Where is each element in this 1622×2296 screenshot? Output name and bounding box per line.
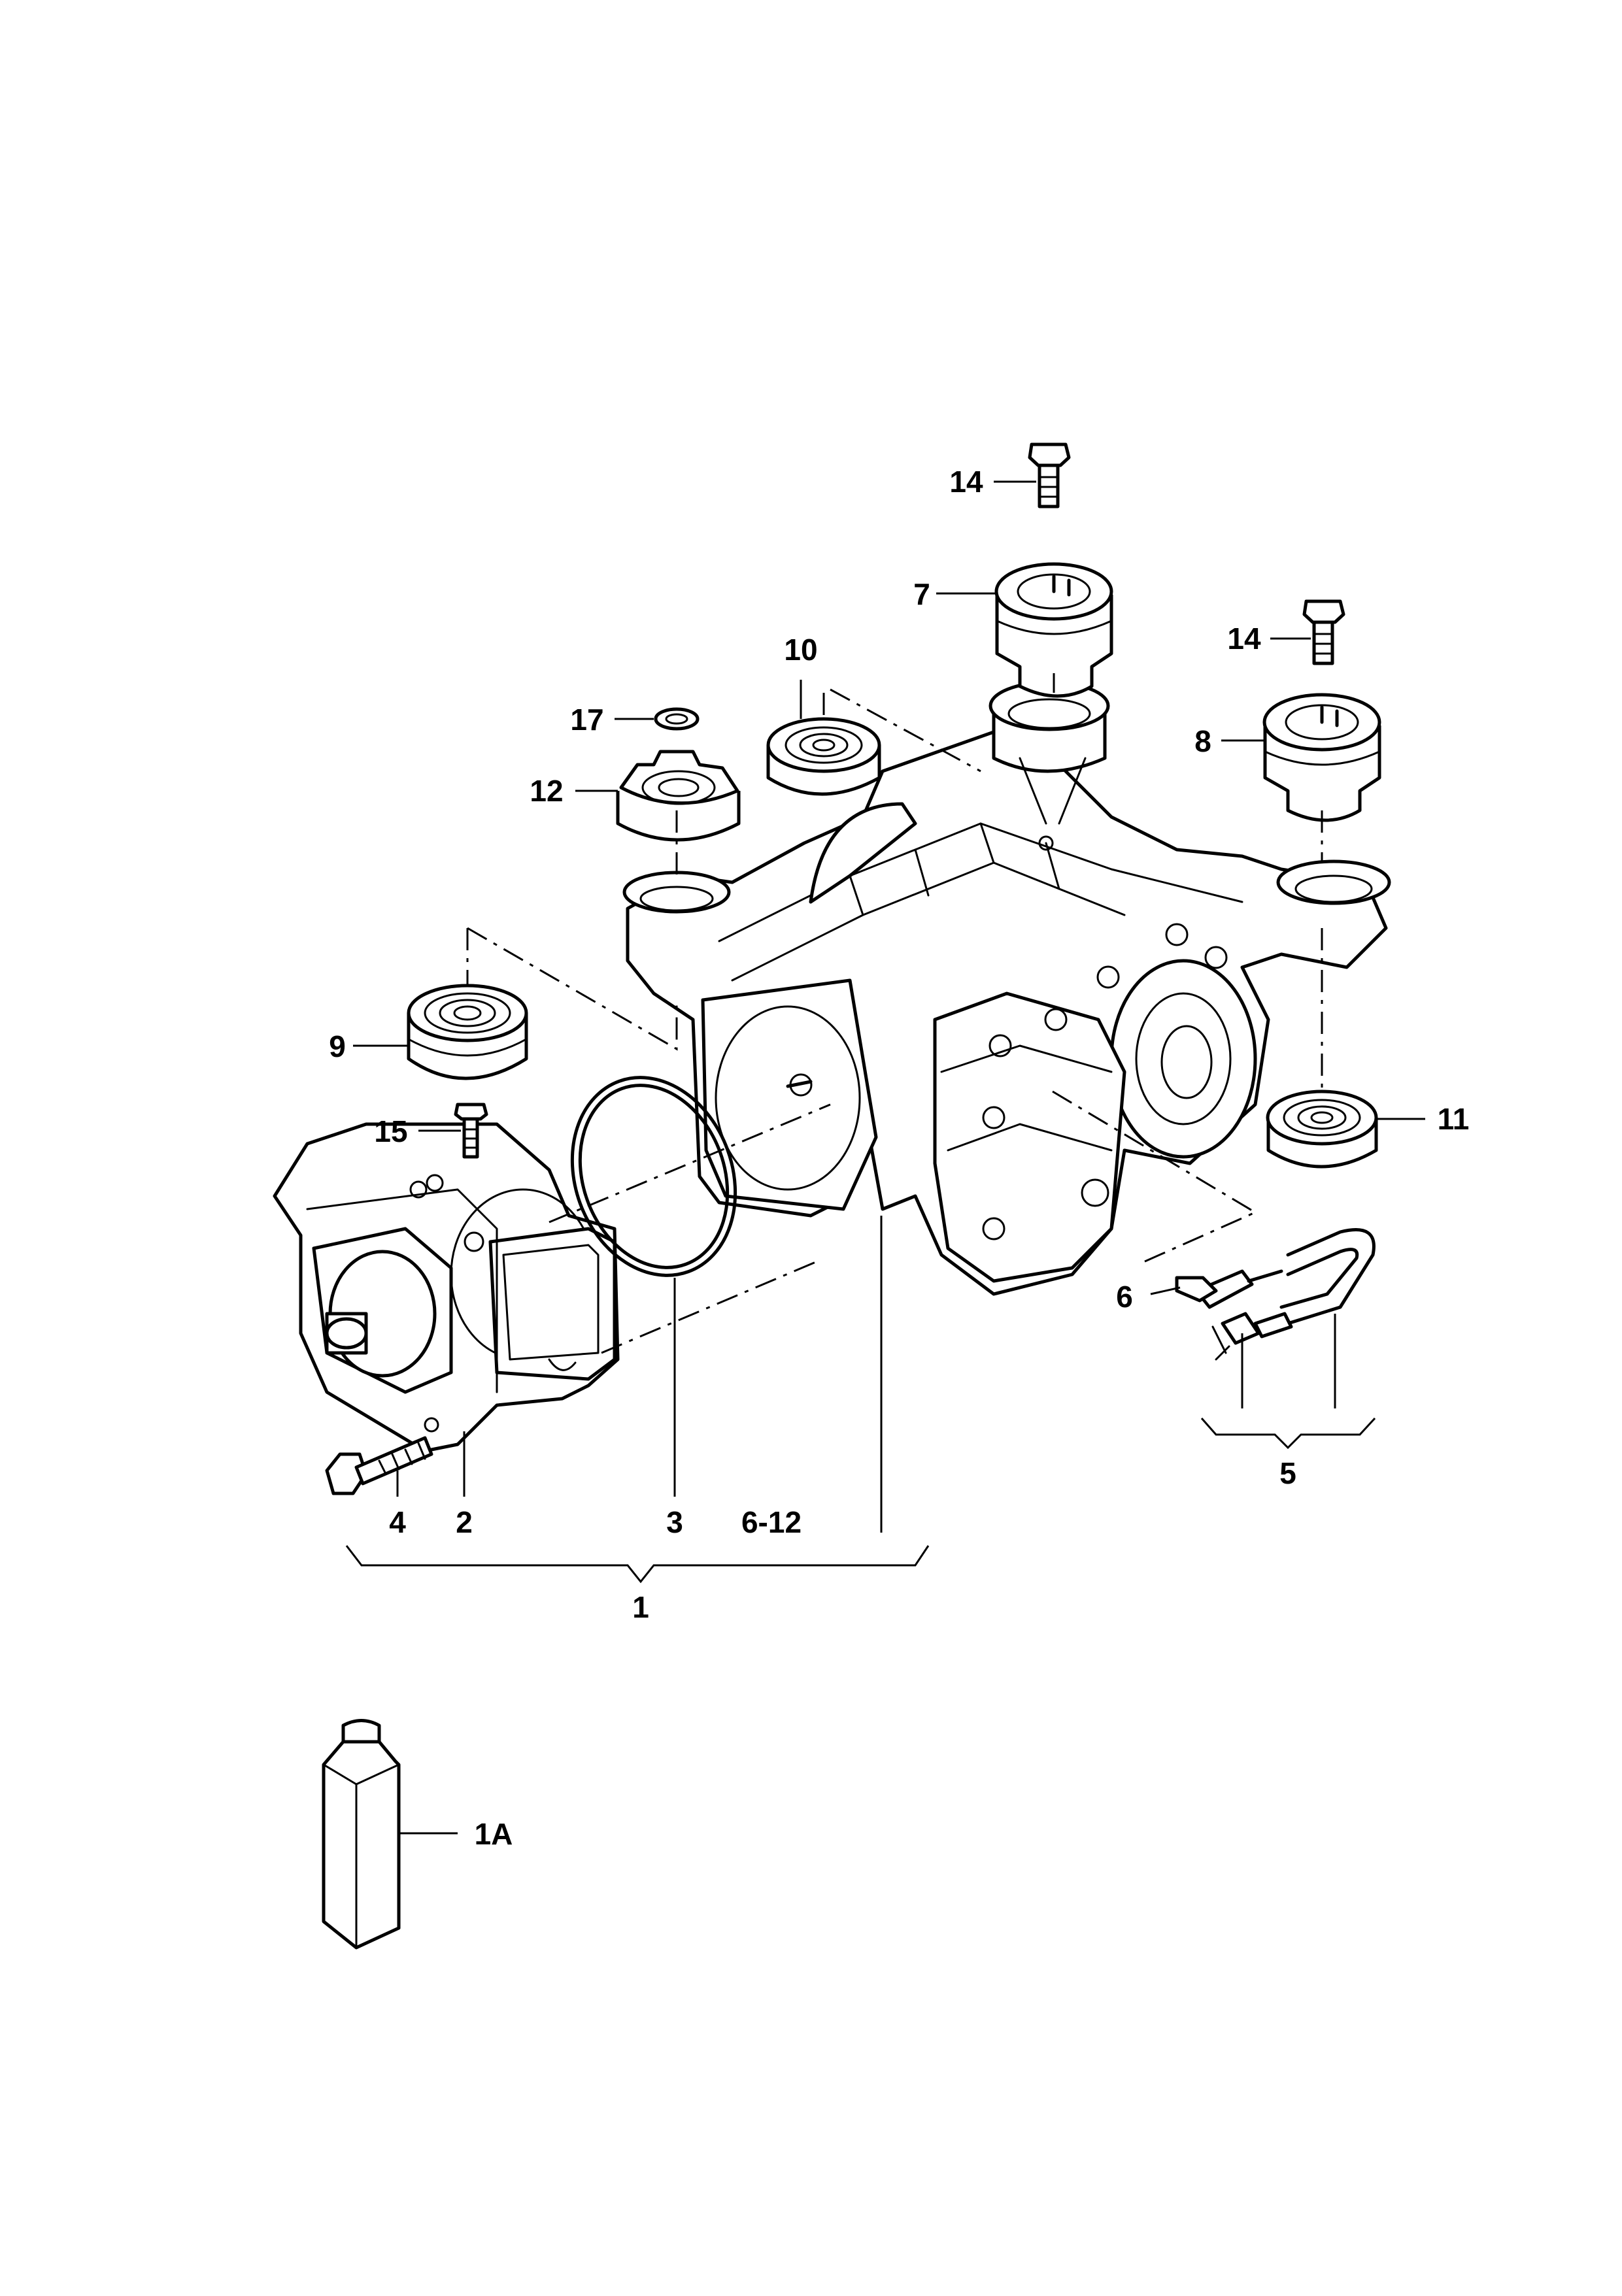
callout-1: 1 xyxy=(632,1590,649,1624)
callout-14-right: 14 xyxy=(1227,622,1261,656)
callout-4: 4 xyxy=(389,1505,406,1539)
callout-11: 11 xyxy=(1438,1102,1470,1136)
callout-10: 10 xyxy=(784,633,817,667)
callout-6: 6 xyxy=(1116,1280,1133,1314)
part-3-o-ring xyxy=(570,1076,737,1277)
part-14-bolt-right xyxy=(1302,599,1345,665)
leader-lines xyxy=(353,480,1425,1835)
part-2-pump-unit xyxy=(273,1122,620,1453)
callout-3: 3 xyxy=(666,1505,683,1539)
brace-assembly-5 xyxy=(1200,1417,1376,1450)
part-7-mount xyxy=(994,562,1113,698)
part-9-bushing xyxy=(407,984,528,1080)
part-11-bushing xyxy=(1266,1090,1378,1169)
callout-14-upper: 14 xyxy=(949,465,983,499)
part-8-mount xyxy=(1262,693,1381,822)
callout-7: 7 xyxy=(913,577,930,611)
callout-9: 9 xyxy=(329,1029,346,1063)
callout-8: 8 xyxy=(1194,724,1211,758)
callout-labels: 14 7 14 10 17 8 12 9 11 15 6 5 4 2 3 6-1… xyxy=(329,465,1469,1851)
part-1a-oil-bottle xyxy=(322,1719,401,1950)
part-12-cap xyxy=(616,750,741,842)
callout-1a: 1A xyxy=(475,1817,513,1851)
part-15-screw xyxy=(454,1103,488,1159)
brace-assembly-1 xyxy=(345,1545,930,1584)
part-4-bolt xyxy=(325,1436,433,1495)
callout-2: 2 xyxy=(456,1505,473,1539)
part-5-hose-assembly xyxy=(1194,1228,1376,1361)
alignment-lines xyxy=(466,673,1323,1354)
axle-carrier-housing xyxy=(622,680,1391,1296)
callout-17: 17 xyxy=(570,703,603,737)
callout-6-12: 6-12 xyxy=(741,1505,802,1539)
part-10-bushing xyxy=(766,717,881,796)
part-17-washer xyxy=(654,707,700,731)
callout-12: 12 xyxy=(530,774,563,808)
callout-5: 5 xyxy=(1279,1456,1296,1490)
part-14-bolt-upper xyxy=(1028,442,1071,508)
callout-15: 15 xyxy=(374,1114,407,1148)
